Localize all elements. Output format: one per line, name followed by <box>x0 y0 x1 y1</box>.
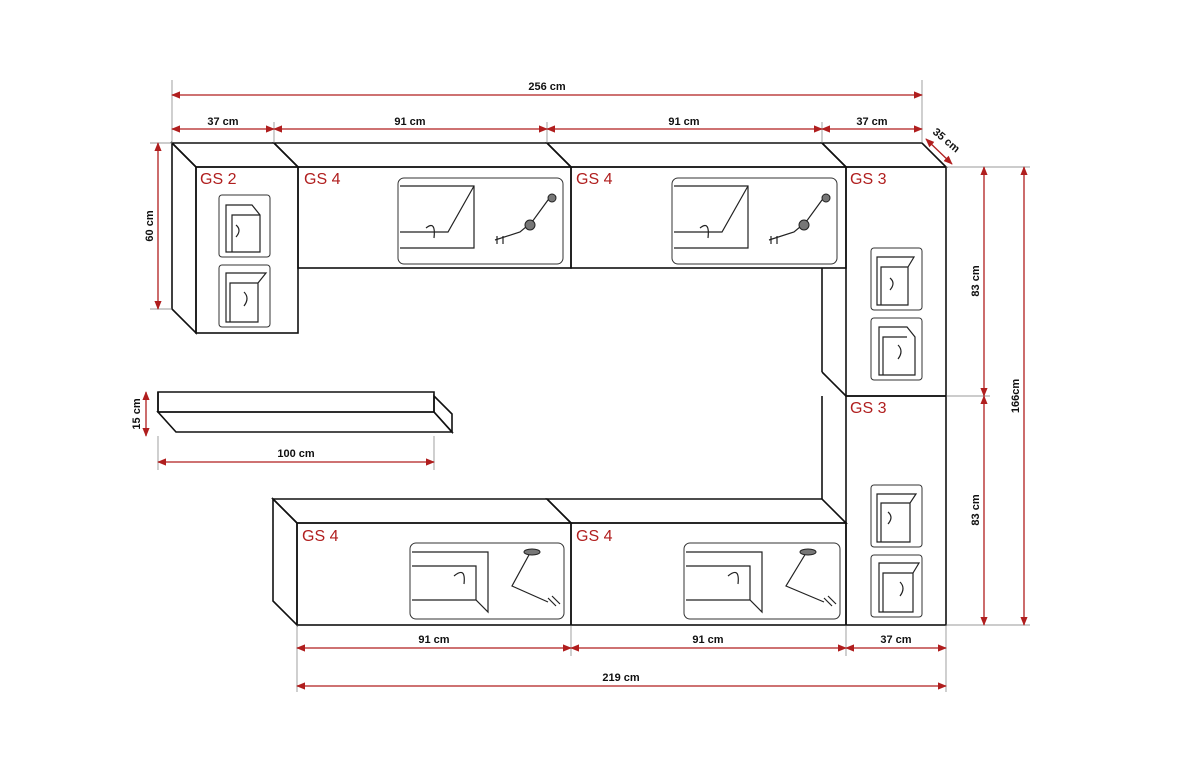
dim-bottom-w3: 37 cm <box>880 634 911 646</box>
module-label-gs4-top-right: GS 4 <box>576 171 613 188</box>
cabinet-gs4-top-left <box>272 142 573 269</box>
glass-door-icon <box>870 484 923 548</box>
dim-right-height-lower: 83 cm <box>970 494 982 525</box>
cabinet-gs3-lower <box>821 395 947 626</box>
glass-door-icon <box>870 554 923 618</box>
flap-door-icon <box>683 542 841 620</box>
dim-bottom-total: 219 cm <box>602 672 640 684</box>
flap-door-icon <box>409 542 565 620</box>
dim-top-w2: 91 cm <box>394 116 425 128</box>
dim-top-w1: 37 cm <box>207 116 238 128</box>
dimension-lines <box>142 80 1030 692</box>
wall-shelf <box>156 391 454 435</box>
dim-top-w4: 37 cm <box>856 116 887 128</box>
dim-total-width: 256 cm <box>528 81 566 93</box>
flap-door-icon <box>671 177 838 265</box>
dim-bottom-w2: 91 cm <box>692 634 723 646</box>
cabinet-gs4-top-right <box>545 142 848 269</box>
lift-mechanism-icon <box>785 548 837 607</box>
dim-left-height: 60 cm <box>144 210 156 241</box>
glass-door-icon <box>218 194 271 258</box>
module-label-gs2: GS 2 <box>200 171 237 188</box>
dim-top-w3: 91 cm <box>668 116 699 128</box>
module-label-gs3-lower: GS 3 <box>850 400 887 417</box>
dim-depth: 35 cm <box>930 126 962 155</box>
module-label-gs4-bottom-right: GS 4 <box>576 528 613 545</box>
lift-mechanism-icon <box>511 548 561 607</box>
dim-total-height: 166cm <box>1010 379 1022 413</box>
glass-door-icon <box>218 264 271 328</box>
cabinet-gs3-upper <box>820 142 948 397</box>
dim-right-height-upper: 83 cm <box>970 265 982 296</box>
module-label-gs3-upper: GS 3 <box>850 171 887 188</box>
cabinet-gs4-bottom-left <box>271 497 573 627</box>
dim-bottom-w1: 91 cm <box>418 634 449 646</box>
flap-door-icon <box>397 177 564 265</box>
lift-mechanism-icon <box>494 193 557 244</box>
dim-shelf-width: 100 cm <box>277 448 315 460</box>
glass-door-icon <box>870 317 923 381</box>
lift-mechanism-icon <box>768 193 831 244</box>
dim-shelf-height: 15 cm <box>131 398 143 429</box>
module-label-gs4-top-left: GS 4 <box>304 171 341 188</box>
glass-door-icon <box>870 247 923 311</box>
module-label-gs4-bottom-left: GS 4 <box>302 528 339 545</box>
cabinet-gs4-bottom-right <box>545 498 848 626</box>
